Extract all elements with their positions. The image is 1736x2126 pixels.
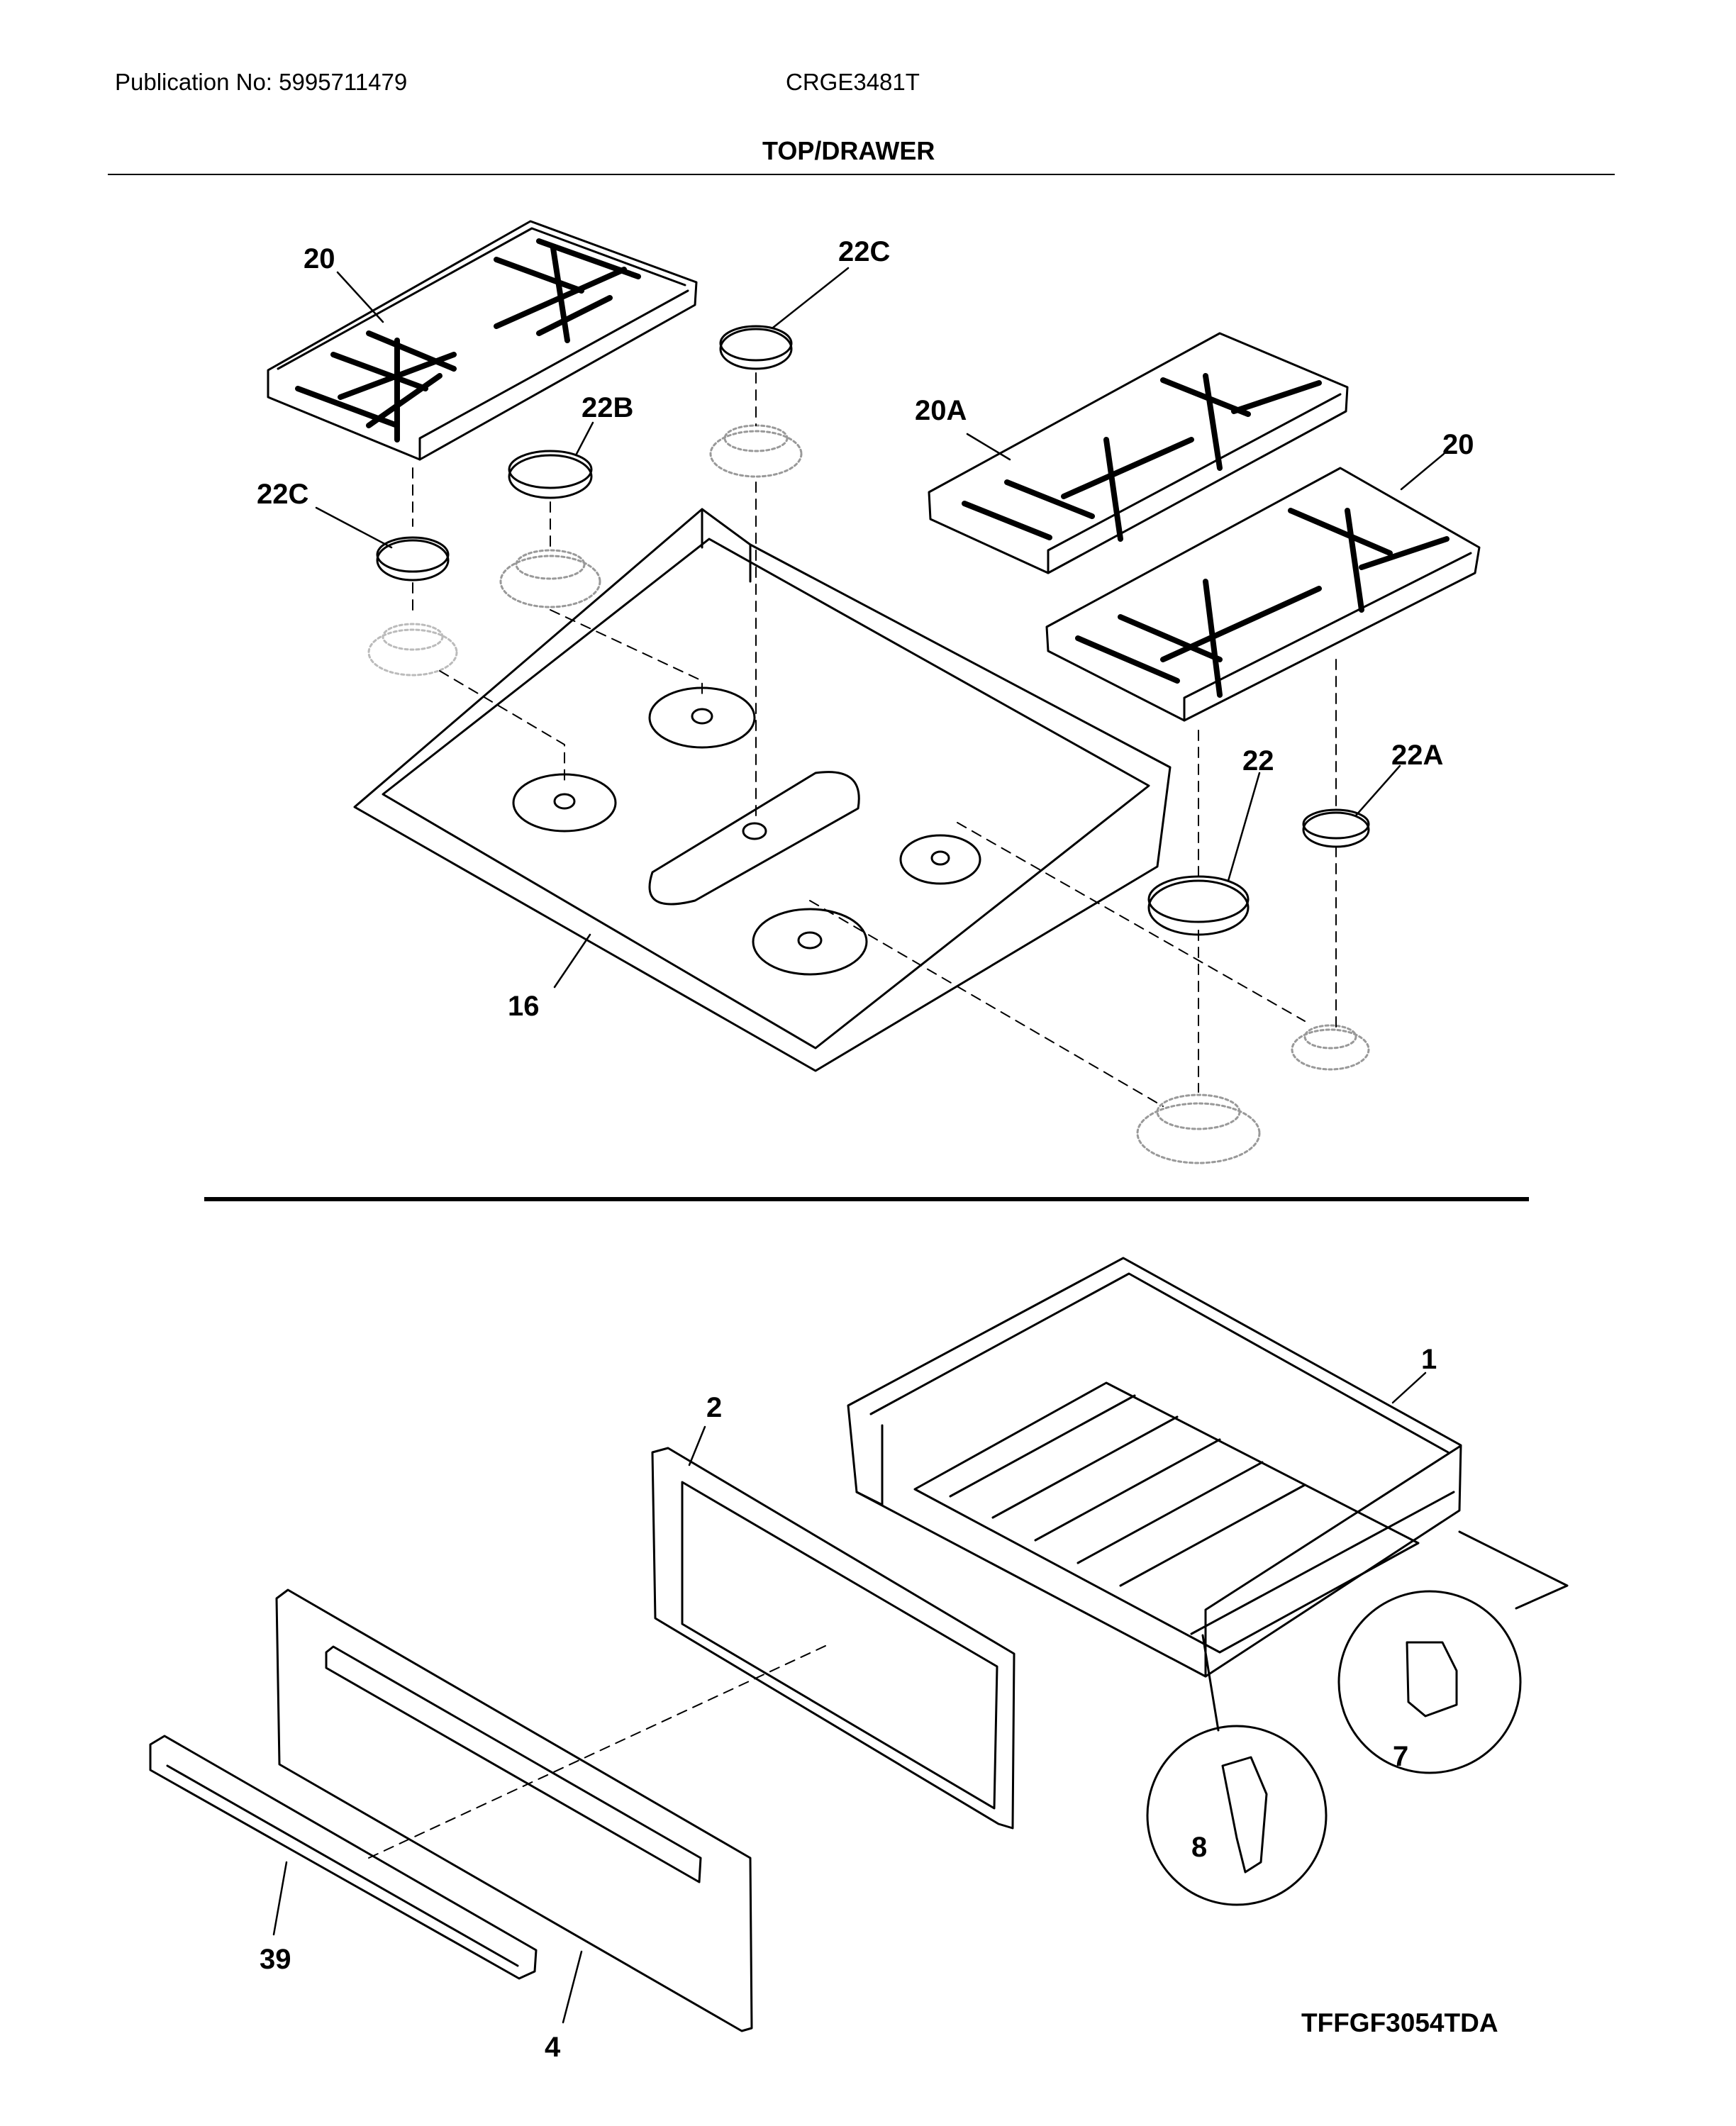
burner-top-center: [709, 424, 803, 478]
callout-leaders-bottom: [272, 1371, 1427, 2024]
drawer-liner-part: [651, 1447, 1016, 1830]
callout-16: 16: [508, 991, 540, 1022]
callout-20-right: 20: [1442, 429, 1474, 460]
callout-20-left: 20: [304, 243, 335, 274]
burner-right-front: [1136, 1093, 1261, 1164]
callout-39: 39: [260, 1944, 291, 1975]
cap-22a-part: [1302, 808, 1370, 848]
callout-1: 1: [1421, 1344, 1437, 1375]
publication-number: Publication No: 5995711479: [115, 69, 408, 95]
burner-left-rear: [499, 549, 601, 608]
callout-22c-left: 22C: [257, 479, 308, 510]
grate-20a-part: [928, 332, 1349, 574]
header-divider: [108, 174, 1615, 175]
callout-leaders-top: [315, 267, 1445, 989]
grate-left-part: [267, 220, 698, 461]
drawing-code: TFFGF3054TDA: [1301, 2008, 1498, 2037]
burner-left-front: [367, 623, 458, 677]
alignment-lines-top: [412, 372, 1337, 1107]
callout-22c-top: 22C: [838, 236, 890, 267]
drawer-front-part: [275, 1588, 753, 2032]
burner-right-rear: [1291, 1024, 1370, 1071]
callout-7: 7: [1393, 1741, 1408, 1772]
cap-22b-part: [508, 450, 593, 499]
callout-4: 4: [545, 2032, 561, 2063]
callout-22a: 22A: [1391, 740, 1443, 771]
handle-part: [149, 1735, 538, 1980]
detail-bubble-8: [1146, 1634, 1328, 1906]
drawer-body-part: [847, 1257, 1462, 1678]
grate-right-part: [1045, 467, 1481, 722]
model-number: CRGE3481T: [786, 69, 920, 95]
callout-labels: 20 22C 22B 22C 20A 20 22 22A 16 1 2 7 8 …: [257, 236, 1474, 2063]
cap-22c-left-part: [376, 536, 450, 581]
callout-2: 2: [706, 1392, 722, 1423]
cap-22-part: [1147, 875, 1250, 936]
callout-22b: 22B: [582, 392, 633, 423]
page-title: TOP/DRAWER: [762, 136, 935, 165]
callout-22: 22: [1242, 745, 1274, 777]
callout-20a: 20A: [915, 395, 967, 426]
cooktop-part: [353, 508, 1172, 1072]
detail-bubble-7: [1337, 1530, 1569, 1774]
cap-22c-top-part: [719, 325, 793, 370]
section-divider: [204, 1197, 1529, 1201]
callout-8: 8: [1191, 1832, 1207, 1863]
